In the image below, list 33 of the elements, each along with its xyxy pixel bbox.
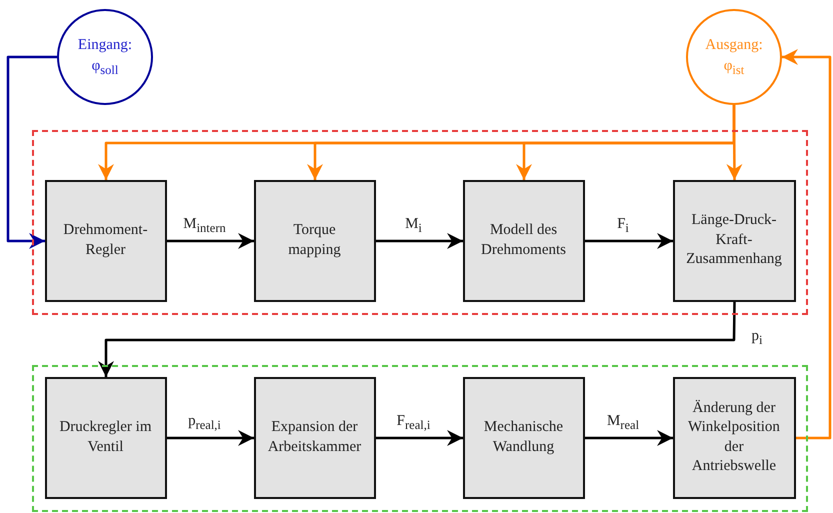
arrow [782,49,832,440]
arrow [6,56,57,249]
process-box [44,376,166,498]
arrow [167,233,254,249]
node-symbol: φ$_{ist}$ [724,58,744,78]
arrow [167,430,254,446]
arrow [376,430,463,446]
block-label: Expansion der Arbeitskammer [266,418,362,456]
process-box [672,180,796,302]
process-box [672,376,796,498]
process-box [44,180,166,302]
block-label: Mechanische Wandlung [482,418,564,456]
arrow [726,105,742,180]
edge-label: F$_{real,i}$ [394,413,432,433]
node-title: Eingang: [78,36,132,54]
block-label: Druckregler im Ventil [58,418,153,456]
arrow [585,233,673,249]
arrow [376,233,463,249]
process-box [462,180,584,302]
process-box [462,376,584,498]
block-label: Modell des Drehmoments [480,221,567,260]
arrow [98,302,736,377]
node-symbol: φ$_{soll}$ [92,58,118,78]
block-label: Drehmoment-Regler [62,221,149,260]
process-box [254,180,376,302]
node-title: Ausgang: [705,36,763,54]
arrow [585,430,673,446]
dashed-group-frame [32,365,808,512]
block-label: Länge-Druck-Kraft-Zusammenhang [685,211,783,270]
block-label: Torque mapping [287,221,342,260]
process-box [254,376,376,498]
block-label: Änderung der Winkelposition der Antriebswelle [687,398,781,476]
dashed-group-frame [32,130,808,315]
